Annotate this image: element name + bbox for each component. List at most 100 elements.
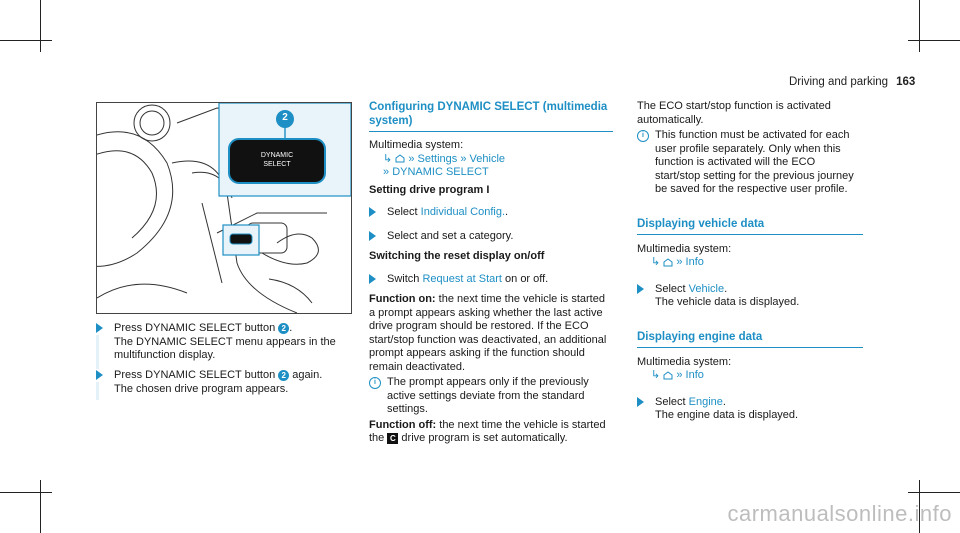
step-press-again: Press DYNAMIC SELECT button 2 again. The…: [96, 369, 374, 396]
crop-mark: [40, 480, 41, 533]
step-suffix: .: [289, 322, 293, 334]
eco-text: The ECO start/stop function is activated…: [637, 100, 831, 126]
heading-rule: [637, 346, 863, 348]
menu-path-cont: » DYNAMIC SELECT: [369, 166, 613, 180]
path-info: Info: [685, 369, 704, 381]
step-suffix: .: [505, 206, 509, 218]
function-off-label: Function off:: [369, 418, 437, 431]
function-off-para: Function off: the next time the vehicle …: [369, 419, 613, 446]
chevron-icon: »: [383, 166, 390, 178]
step-arrow-icon: [369, 230, 376, 241]
path-info: Info: [685, 256, 704, 268]
step-text: Select: [387, 206, 421, 218]
step-suffix: .: [724, 282, 728, 295]
step-text: Press DYNAMIC SELECT button: [114, 322, 276, 334]
path-arrow-icon: ↳: [383, 152, 393, 165]
button-label-line2: SELECT: [263, 161, 291, 168]
subheading: Setting drive program I: [369, 183, 490, 196]
button-label-line1: DYNAMIC: [260, 152, 294, 159]
step-detail: The chosen drive program appears.: [114, 382, 289, 395]
multimedia-label: Multimedia system:: [637, 355, 732, 368]
crop-mark: [919, 480, 920, 533]
step-select-individual: Select Individual Config..: [369, 206, 613, 220]
crop-mark: [0, 492, 52, 493]
home-icon: [395, 154, 405, 163]
heading-rule: [637, 233, 863, 235]
callout-2-icon: 2: [278, 322, 290, 334]
step-press-button: Press DYNAMIC SELECT button 2. The DYNAM…: [96, 322, 374, 363]
note-bar: [96, 335, 99, 367]
step-arrow-icon: [369, 207, 376, 217]
chevron-icon: »: [460, 152, 467, 165]
step-select-category: Select and set a category.: [369, 230, 613, 244]
callout-number: 2: [282, 112, 288, 123]
path-arrow-icon: ↳: [651, 369, 661, 381]
step-detail: The engine data is displayed.: [655, 409, 799, 421]
chevron-icon: »: [676, 369, 683, 381]
console-line-drawing: [97, 103, 351, 313]
step-arrow-icon: [369, 273, 376, 284]
step-text: Switch: [387, 272, 423, 285]
crop-mark: [0, 40, 52, 41]
running-header: Driving and parking 163: [789, 76, 915, 88]
multimedia-label: Multimedia system:: [369, 139, 464, 151]
link-request-at-start: Request at Start: [422, 272, 502, 285]
step-select-engine: Select Engine. The engine data is displa…: [637, 396, 863, 423]
menu-path: ↳ » Settings » Vehicle: [369, 153, 613, 167]
home-icon: [663, 370, 673, 380]
section-heading: Displaying vehicle data: [637, 217, 765, 230]
chevron-icon: »: [408, 152, 415, 165]
console-illustration: 2 DYNAMIC SELECT: [96, 102, 352, 314]
path-dynamic-select: DYNAMIC SELECT: [392, 166, 489, 178]
step-select-vehicle: Select Vehicle. The vehicle data is disp…: [637, 283, 863, 310]
link-individual-config: Individual Config.: [420, 206, 506, 218]
function-off-text: the next time the vehicle is started the: [369, 418, 606, 445]
section-heading: Configuring DYNAMIC SELECT (multimedia s…: [369, 101, 608, 127]
section-heading: Displaying engine data: [637, 330, 763, 343]
step-arrow-icon: [96, 370, 103, 380]
crop-mark: [908, 492, 960, 493]
function-off-text-end: drive program is set automatically.: [398, 432, 568, 444]
menu-path: ↳ » Info: [637, 256, 863, 270]
right-column: The ECO start/stop function is activated…: [637, 100, 863, 423]
note-text: This function must be activated for each…: [655, 129, 854, 195]
step-suffix: on or off.: [501, 272, 549, 285]
step-detail: The DYNAMIC SELECT menu appears in the m…: [114, 335, 336, 362]
path-arrow-icon: ↳: [651, 256, 661, 268]
function-on-text: the next time the vehicle is started a p…: [369, 293, 607, 373]
step-switch-request: Switch Request at Start on or off.: [369, 273, 613, 287]
step-detail: The vehicle data is displayed.: [655, 296, 800, 308]
menu-path: ↳ » Info: [637, 369, 863, 383]
middle-column: Configuring DYNAMIC SELECT (multimedia s…: [369, 100, 613, 446]
crop-mark: [919, 0, 920, 52]
step-arrow-icon: [637, 283, 644, 294]
page-number: 163: [896, 76, 916, 88]
note-bar: [96, 382, 99, 400]
watermark: carmanualsonline.info: [727, 501, 952, 526]
home-icon: [663, 257, 673, 267]
callout-2-icon: 2: [278, 369, 290, 381]
note: i This function must be activated for ea…: [637, 129, 863, 197]
step-arrow-icon: [96, 323, 103, 333]
multimedia-label: Multimedia system:: [637, 242, 732, 255]
crop-mark: [40, 0, 41, 52]
step-text: Press DYNAMIC SELECT button: [114, 369, 276, 381]
path-vehicle: Vehicle: [469, 152, 506, 165]
chevron-icon: »: [676, 256, 683, 268]
step-suffix: again.: [289, 369, 323, 381]
path-settings: Settings: [417, 152, 458, 165]
subheading: Switching the reset display on/off: [369, 250, 545, 262]
comfort-mode-icon: C: [387, 432, 399, 444]
step-text: Select and set a category.: [387, 229, 514, 242]
step-text: Select: [655, 282, 689, 295]
info-icon: i: [637, 130, 649, 142]
note: i The prompt appears only if the previou…: [369, 376, 613, 417]
section-title: Driving and parking: [789, 76, 889, 88]
function-on-para: Function on: the next time the vehicle i…: [369, 293, 613, 374]
info-icon: i: [369, 377, 381, 389]
step-suffix: .: [722, 395, 726, 408]
note-text: The prompt appears only if the previousl…: [387, 376, 589, 415]
crop-mark: [908, 40, 960, 41]
link-engine: Engine: [688, 395, 723, 408]
heading-rule: [369, 131, 613, 132]
